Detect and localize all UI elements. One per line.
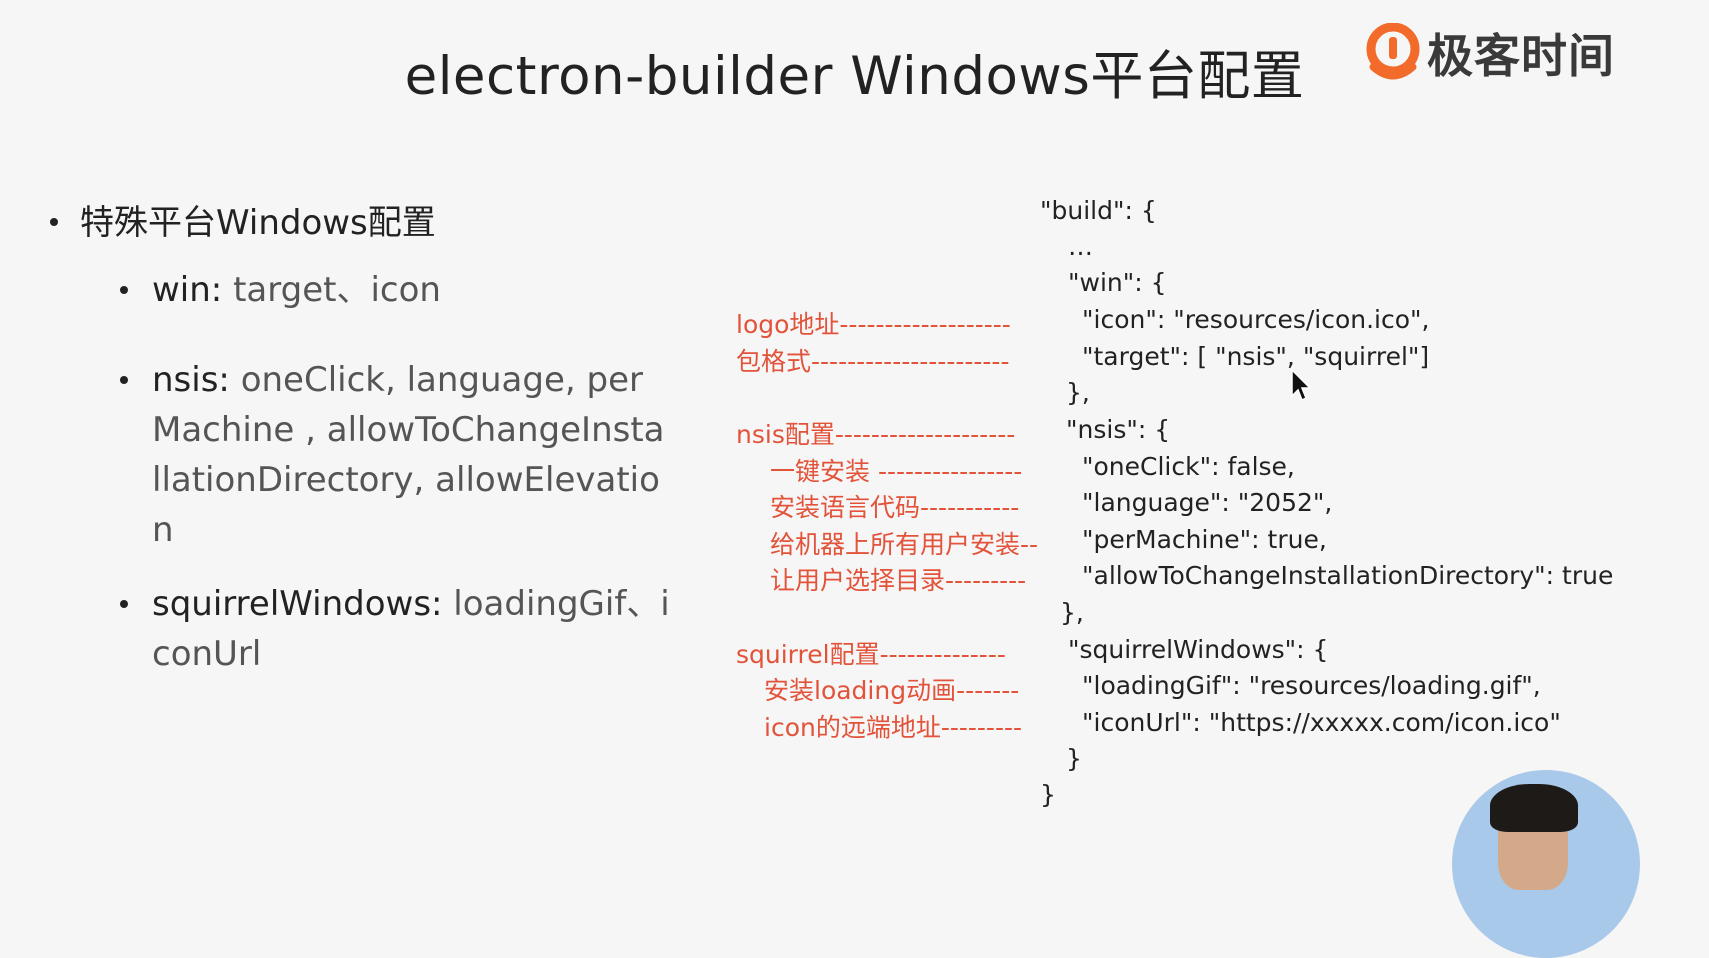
code-line: "win": { [1068,268,1167,297]
annotation: 安装loading动画------- [764,676,1020,705]
presenter-hair [1490,784,1578,832]
annotation: 一键安装 ---------------- [770,457,1023,486]
bullet-key: squirrelWindows: [152,584,443,624]
code-line: "target": [ "nsis", "squirrel"] [1082,342,1430,371]
bullet-key: win: [152,270,223,310]
annotation: nsis配置-------------------- [736,420,1016,449]
code-line: "icon": "resources/icon.ico", [1082,305,1430,334]
bullet-main-text: 特殊平台Windows配置 [80,203,436,243]
code-line: "iconUrl": "https://xxxxx.com/icon.ico" [1082,708,1561,737]
code-line: "oneClick": false, [1082,452,1295,481]
annotation: logo地址------------------- [736,310,1011,339]
slide-title: electron-builder Windows平台配置 [404,46,1305,107]
bullet-squirrel: squirrelWindows: loadingGif、iconUrl [120,579,672,679]
brand-logo: 极客时间 [1365,20,1615,86]
annotation: 安装语言代码----------- [770,493,1020,522]
code-line: … [1068,232,1093,261]
code-line: "nsis": { [1066,415,1171,444]
code-line: "language": "2052", [1082,488,1333,517]
annotation: 让用户选择目录--------- [770,566,1027,595]
code-line: "loadingGif": "resources/loading.gif", [1082,671,1541,700]
bullet-value: target、icon [222,270,441,310]
annotation: icon的远端地址--------- [764,713,1023,742]
annotation: 给机器上所有用户安装-- [770,530,1039,559]
bullet-dot-icon [120,286,128,294]
annotation: 包格式---------------------- [736,347,1010,376]
bullet-win: win: target、icon [120,265,672,315]
code-line: "squirrelWindows": { [1068,635,1329,664]
brand-name: 极客时间 [1427,29,1615,83]
bullet-dot-icon [120,600,128,608]
geektime-logo-icon [1366,23,1420,80]
code-line: }, [1066,378,1090,407]
code-line: } [1066,744,1082,773]
bullet-dot-icon [50,217,58,226]
mouse-cursor-icon [1291,368,1312,402]
bullet-value: loadingGif、iconUrl [152,584,670,674]
code-line: "allowToChangeInstallationDirectory": tr… [1082,561,1614,590]
bullet-nsis: nsis: oneClick, language, perMachine , a… [120,355,672,555]
presenter-webcam [1452,770,1640,958]
code-line: } [1040,780,1056,809]
bullet-dot-icon [120,376,128,384]
annotation: squirrel配置-------------- [736,640,1006,669]
code-line: "perMachine": true, [1082,525,1327,554]
code-line: "build": { [1040,196,1157,225]
bullet-key: nsis: [152,360,230,400]
bullet-value: oneClick, language, perMachine , allowTo… [152,360,665,550]
bullet-main: 特殊平台Windows配置 [50,195,436,244]
code-line: }, [1060,598,1084,627]
